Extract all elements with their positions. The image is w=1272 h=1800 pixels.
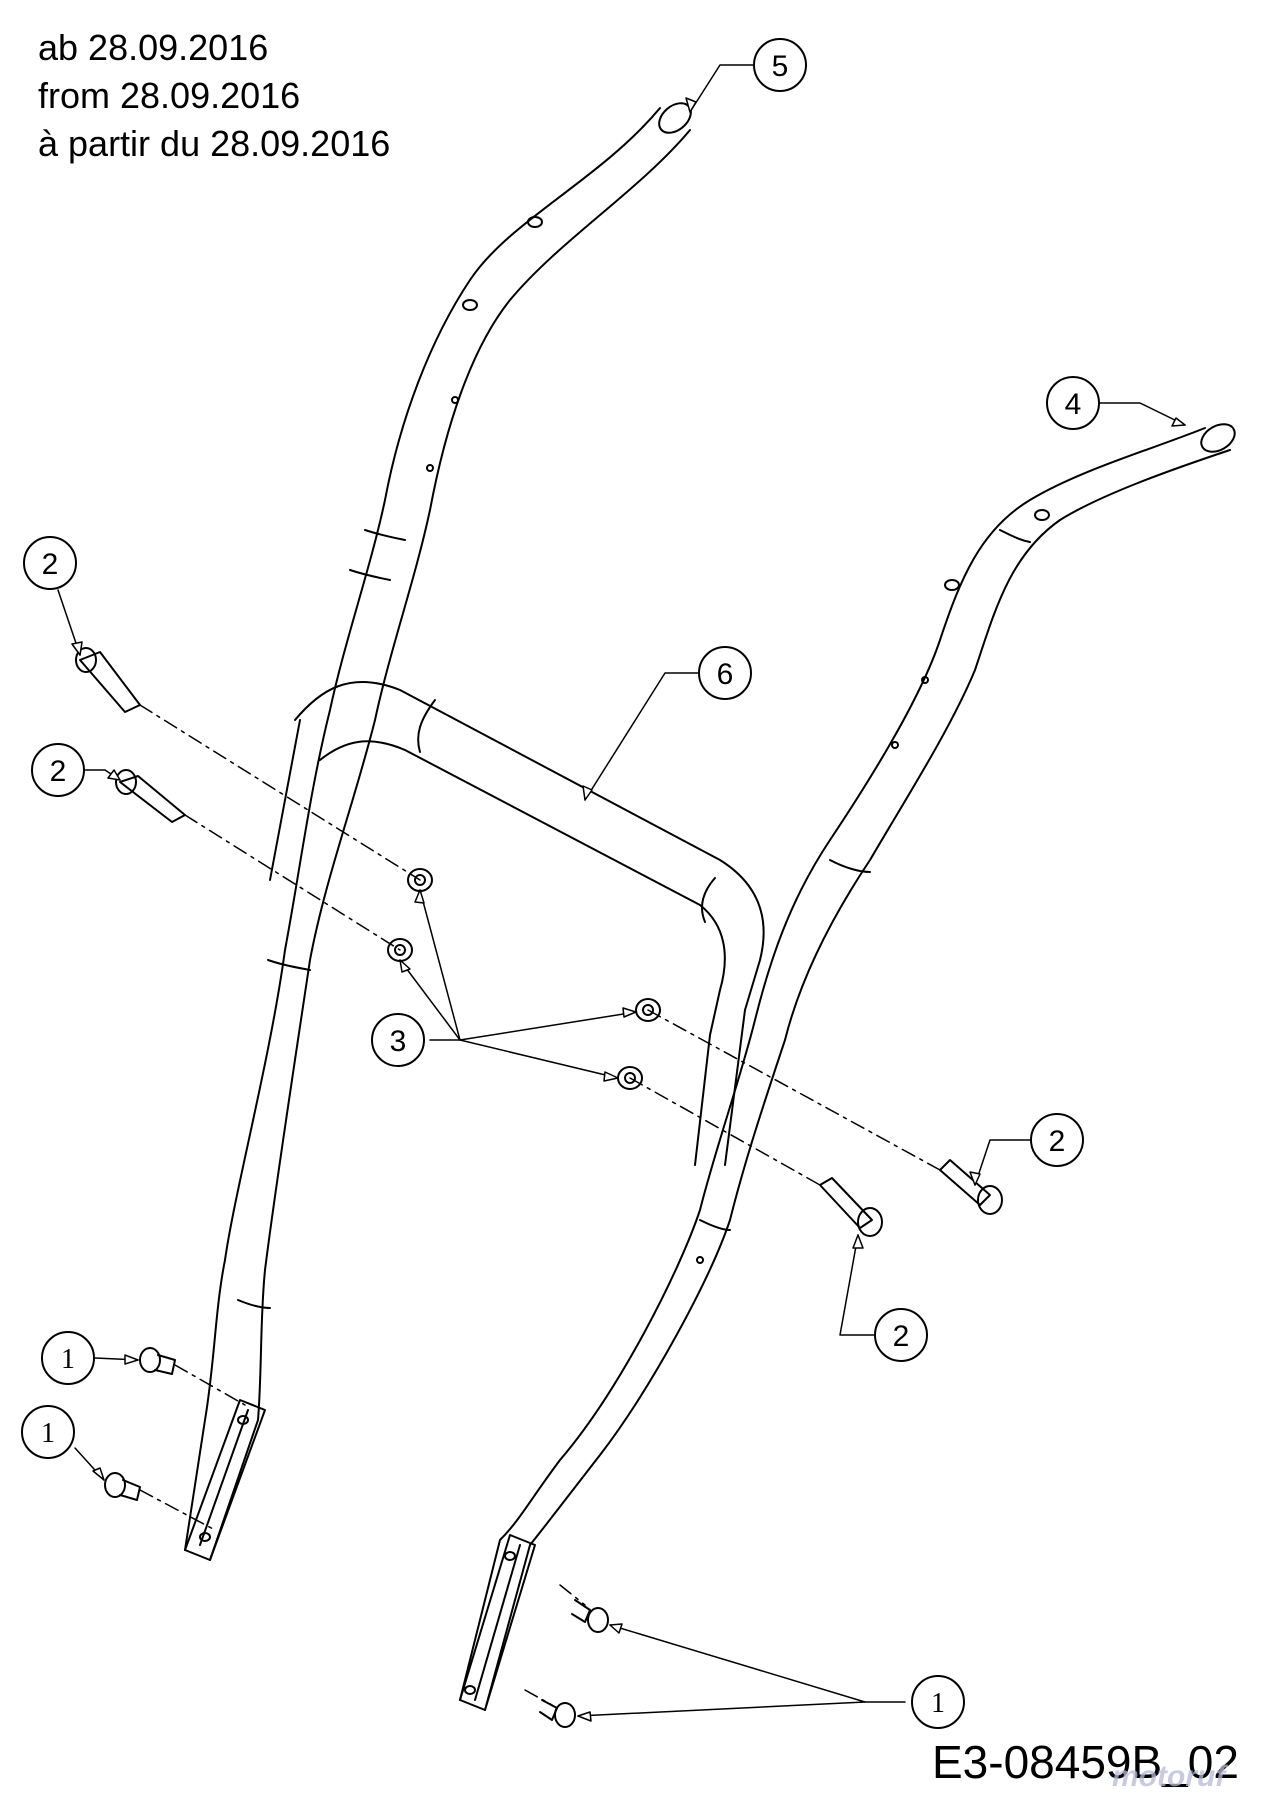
screw-3 xyxy=(571,1599,609,1633)
assembly-lines xyxy=(139,704,941,1706)
bolt-right-lower xyxy=(819,1177,883,1237)
drawing-code: E3-08459B_02 xyxy=(932,1736,1239,1788)
screw-4 xyxy=(539,1699,576,1728)
callout-label-6: 6 xyxy=(717,658,734,691)
callout-bubble-2d: 2 xyxy=(874,1308,928,1362)
callout-bubble-2c: 2 xyxy=(1030,1113,1084,1167)
callout-bubble-2b: 2 xyxy=(31,743,85,797)
callout-label-2a: 2 xyxy=(42,548,59,581)
callout-label-1b: 1 xyxy=(41,1418,55,1449)
callout-bubble-6: 6 xyxy=(698,646,752,700)
watermark-logo: motoruf xyxy=(1112,1760,1226,1793)
callout-arrowheads xyxy=(71,97,1186,1722)
date-line-fr: à partir du 28.09.2016 xyxy=(38,123,391,164)
screw-2 xyxy=(104,1472,141,1501)
callout-label-3: 3 xyxy=(390,1025,407,1058)
screw-1 xyxy=(139,1347,176,1375)
callout-label-1c: 1 xyxy=(931,1688,945,1719)
callout-bubble-1a: 1 xyxy=(41,1331,95,1385)
date-line-de: ab 28.09.2016 xyxy=(38,27,269,68)
cross-brace xyxy=(269,681,765,1166)
bolt-lower-left xyxy=(115,769,186,823)
callout-label-2c: 2 xyxy=(1049,1125,1066,1158)
callout-label-2b: 2 xyxy=(50,755,67,788)
bolt-right-upper xyxy=(939,1159,1003,1215)
callout-bubble-4: 4 xyxy=(1046,376,1100,430)
left-handle-tube xyxy=(184,102,692,1561)
callout-bubble-1b: 1 xyxy=(21,1405,75,1459)
callout-bubble-1c: 1 xyxy=(911,1675,965,1729)
nut-3 xyxy=(635,998,661,1022)
date-note: ab 28.09.2016 from 28.09.2016 à partir d… xyxy=(38,24,390,168)
bolt-upper-left xyxy=(75,647,141,713)
callout-label-4: 4 xyxy=(1065,388,1082,421)
callout-bubble-5: 5 xyxy=(753,38,807,92)
date-line-en: from 28.09.2016 xyxy=(38,75,301,116)
right-handle-tube xyxy=(459,423,1236,1711)
callout-bubble-3: 3 xyxy=(371,1013,425,1067)
callout-label-5: 5 xyxy=(772,50,789,83)
callout-bubble-2a: 2 xyxy=(23,536,77,590)
callout-label-2d: 2 xyxy=(893,1320,910,1353)
callout-label-1a: 1 xyxy=(61,1344,75,1375)
